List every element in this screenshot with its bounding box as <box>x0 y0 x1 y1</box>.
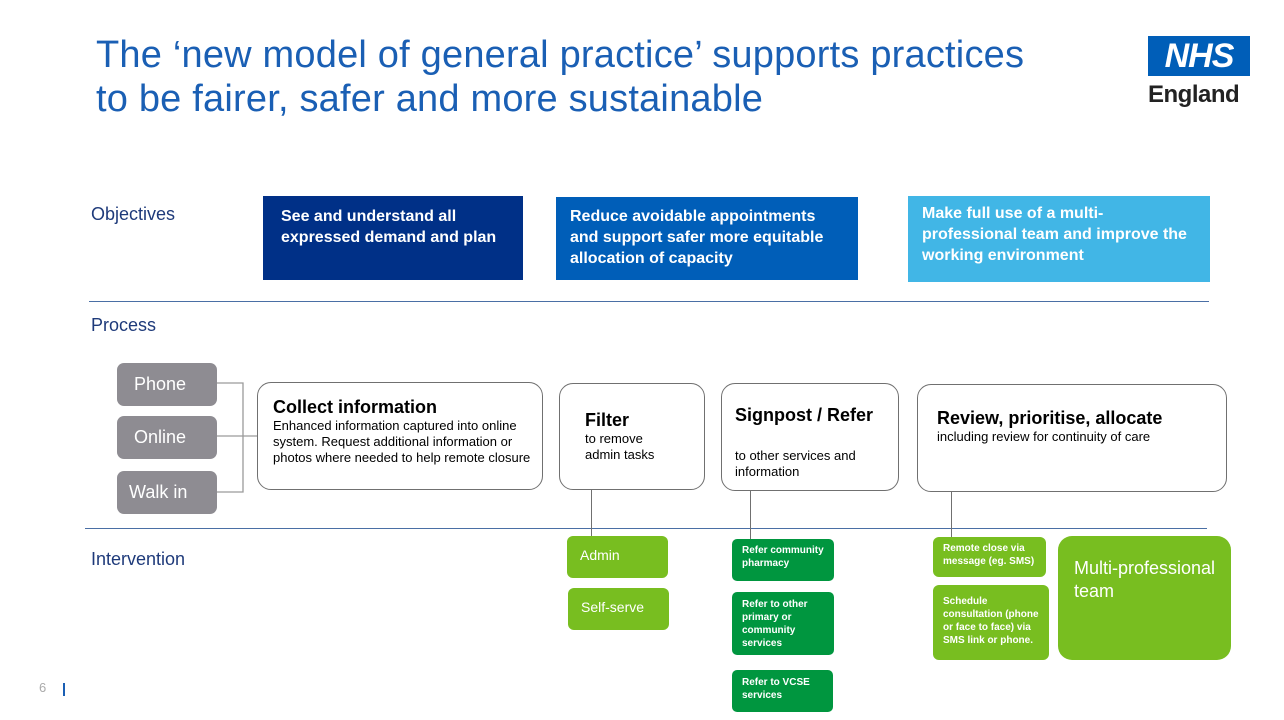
intervention-refer-community-pharmacy: Refer community pharmacy <box>732 539 834 581</box>
intervention-self-serve: Self-serve <box>568 588 669 630</box>
page-number: 6 <box>39 680 47 695</box>
objective-box-1: See and understand all expressed demand … <box>263 196 523 280</box>
process-signpost-refer: Signpost / Refer to other services and i… <box>721 383 899 491</box>
sources-bracket-connector <box>217 382 257 493</box>
slide-title-line-2: to be fairer, safer and more sustainable <box>96 78 764 120</box>
process-collect-description: Enhanced information captured into onlin… <box>273 418 531 465</box>
intervention-refer-primary-community: Refer to other primary or community serv… <box>732 592 834 655</box>
row-label-intervention: Intervention <box>91 549 186 569</box>
nhs-logo-mark: NHS <box>1148 36 1250 76</box>
slide-title: The ‘new model of general practice’ supp… <box>96 33 1146 121</box>
objective-text-1: See and understand all expressed demand … <box>281 208 497 246</box>
divider-objectives-process <box>89 301 1209 302</box>
connector-review-to-remote-close <box>951 492 952 537</box>
divider-process-intervention <box>85 528 1207 529</box>
process-review-heading: Review, prioritise, allocate <box>937 408 1163 428</box>
objective-box-2: Reduce avoidable appointments and suppor… <box>556 197 858 280</box>
intervention-multi-professional-team: Multi-professional team <box>1058 536 1231 660</box>
process-review-prioritise-allocate: Review, prioritise, allocate including r… <box>917 384 1227 492</box>
connector-filter-to-admin <box>591 490 592 536</box>
intervention-schedule-consultation: Schedule consultation (phone or face to … <box>933 585 1049 660</box>
process-filter: Filter to remove admin tasks <box>559 383 705 490</box>
process-signpost-heading: Signpost / Refer <box>735 405 874 425</box>
process-collect-information: Collect information Enhanced information… <box>257 382 543 490</box>
objective-text-3: Make full use of a multi-professional te… <box>922 205 1187 264</box>
objective-text-2: Reduce avoidable appointments and suppor… <box>570 208 824 267</box>
process-review-description: including review for continuity of care <box>937 429 1151 444</box>
slide-title-line-1: The ‘new model of general practice’ supp… <box>96 34 1025 76</box>
process-filter-description: to remove admin tasks <box>585 431 655 462</box>
source-online: Online <box>117 416 217 459</box>
process-signpost-description: to other services and information <box>735 448 856 479</box>
process-filter-heading: Filter <box>585 410 630 430</box>
objective-box-3: Make full use of a multi-professional te… <box>908 196 1210 282</box>
intervention-remote-close: Remote close via message (eg. SMS) <box>933 537 1046 577</box>
intervention-admin: Admin <box>567 536 668 578</box>
intervention-refer-vcse: Refer to VCSE services <box>732 670 833 712</box>
nhs-england-logo: NHS England <box>1148 36 1256 110</box>
process-collect-heading: Collect information <box>273 397 438 417</box>
connector-signpost-to-pharmacy <box>750 491 751 539</box>
source-walk-in: Walk in <box>117 471 217 514</box>
row-label-objectives: Objectives <box>91 204 176 224</box>
source-phone: Phone <box>117 363 217 406</box>
row-label-process: Process <box>91 315 157 335</box>
page-number-separator <box>63 683 65 696</box>
nhs-logo-england: England <box>1148 81 1240 108</box>
